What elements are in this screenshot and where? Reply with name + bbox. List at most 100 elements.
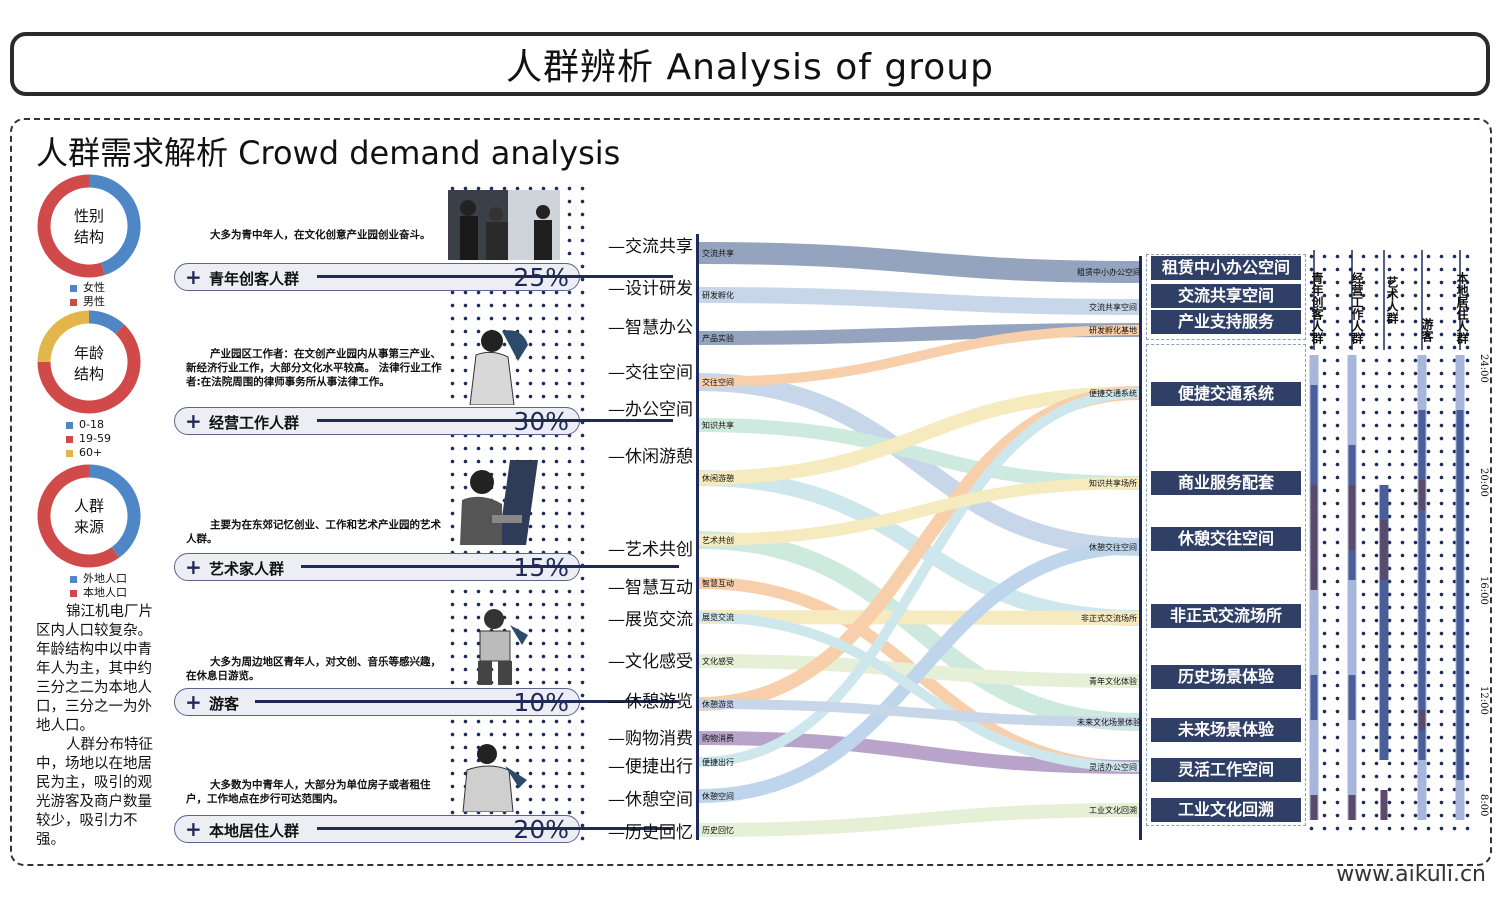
sankey-left-sublabel: 交流共享 [702,249,734,258]
donut-origin-label: 人群来源 [73,497,104,536]
page-title-box: 人群辨析 Analysis of group [10,32,1490,96]
section-title: 人群需求解析 Crowd demand analysis [36,134,621,172]
demand-label: 产业支持服务 [1151,310,1301,334]
sankey-left-category: —休憩游览 [608,692,693,712]
sankey-left-sublabel: 智慧互动 [702,579,734,588]
sankey-left-sublabel: 便捷出行 [702,758,734,767]
group-desc-tourist: 大多为周边地区青年人，对文创、音乐等感兴趣，在休息日游览。 [186,656,441,682]
sankey-left-sublabel: 购物消费 [702,734,734,743]
time-label: 16:00 [1478,576,1489,605]
sankey-flow [698,610,1140,625]
sankey-left-sublabel: 展览交流 [702,613,734,622]
group-bar-resident[interactable]: + 本地居住人群 20% [174,815,673,844]
plus-icon: + [185,690,202,714]
group-desc-resident: 大多数为中青年人，大部分为单位房子或者租住户，工作地点在步行可达范围内。 [186,779,431,805]
schedule-col-maker: 青年创客人群 [1310,272,1324,344]
schedule-bar [1348,795,1356,820]
sankey-right-sublabel: 非正式交流场所 [1081,614,1137,623]
donut-origin-legend: 外地人口 本地人口 [70,572,127,600]
schedule-bar [1310,795,1318,820]
sankey-flow [698,803,1140,837]
sankey-flow [698,388,1140,767]
donut-segment [88,174,141,275]
photo-tourist [478,609,528,685]
sankey-flow [698,287,1140,315]
sankey-left-category: —购物消费 [608,729,693,749]
schedule-col-worker: 经营工作人群 [1350,272,1364,344]
schedule-bar [1348,675,1356,720]
group-desc-worker: 产业园区工作者：在文创产业园内从事第三产业、新经济行业工作，大部分文化水平较高。… [186,348,442,388]
demand-label: 未来场景体验 [1151,718,1301,742]
demand-label: 商业服务配套 [1151,471,1301,495]
intro-text: 锦江机电厂片区内人口较复杂。年龄结构中以中青年人为主，其中约三分之二为本地人口，… [36,603,156,850]
photo-office-worker [469,330,528,405]
sankey-left-sublabel: 休憩空间 [702,792,734,801]
sankey-left-sublabel: 艺术共创 [702,536,734,545]
sankey-right-sublabel: 休憩交往空间 [1089,543,1137,552]
sankey-flow [698,531,1140,731]
sankey-left-sublabel: 历史回忆 [702,826,734,835]
sankey-left-category: —办公空间 [608,400,693,420]
sankey-flow [698,612,1140,772]
sankey-flow [698,699,1140,727]
photo-artist [460,460,538,545]
plus-icon: + [185,409,202,433]
sankey-left-sublabel: 知识共享 [702,421,734,430]
sankey-left-category: —智慧办公 [608,318,693,338]
group-bar-maker[interactable]: + 青年创客人群 25% [174,263,673,292]
schedule-bar [1456,410,1464,780]
schedule-bar [1380,790,1388,820]
sankey-left-sublabel: 研发孵化 [702,291,734,300]
demand-label: 非正式交流场所 [1151,604,1301,628]
demand-label: 休憩交往空间 [1151,527,1301,551]
sankey-right-sublabel: 租赁中小办公空间 [1077,268,1141,277]
time-label: 12:00 [1478,686,1489,715]
schedule-bar [1380,520,1388,580]
plus-icon: + [185,265,202,289]
sankey-left-category: —文化感受 [608,652,693,672]
watermark: www.aikuli.cn [1336,862,1486,887]
sankey-flow [698,477,1140,546]
donut-segment [37,324,141,414]
donut-gender-legend: 女性 男性 [70,281,105,309]
sankey-left-category: —历史回忆 [608,823,693,843]
donut-age-label: 年龄结构 [73,344,104,383]
sankey-left-sublabel: 文化感受 [702,657,734,666]
sankey-flow [698,386,1140,485]
group-bar-worker[interactable]: + 经营工作人群 30% [174,407,673,436]
sankey-left-category: —便捷出行 [608,757,693,777]
sankey-right-sublabel: 工业文化回溯 [1089,806,1137,815]
donut-segment [88,464,141,558]
donut-charts [37,174,141,568]
sankey-left-sublabel: 产品实验 [702,334,734,343]
group-bar-tourist[interactable]: + 游客 10% [174,688,679,717]
schedule-col-resident: 本地居住人群 [1455,272,1469,344]
time-label: 24:00 [1478,354,1489,383]
plus-icon: + [185,817,202,841]
demand-label: 灵活工作空间 [1151,758,1301,782]
sankey-right-sublabel: 知识共享场所 [1089,479,1137,488]
sankey-right-sublabel: 便捷交通系统 [1089,389,1137,398]
schedule-bar [1379,485,1389,760]
donut-segment [37,310,90,363]
schedule-bar [1310,485,1318,590]
schedule-bar [1418,410,1426,760]
sankey-right-sublabel: 灵活办公空间 [1089,763,1137,772]
photo-resident [462,744,527,812]
sankey-flow [698,325,1140,387]
sankey-left-sublabel: 交往空间 [702,378,734,387]
plus-icon: + [185,555,202,579]
schedule-bar [1310,675,1318,720]
donut-age-legend: 0-18 19-59 60+ [66,418,111,460]
demand-label: 工业文化回溯 [1151,798,1301,822]
sankey-left-category: —休闲游憩 [608,447,693,467]
donut-segment [37,464,120,568]
schedule-col-tourist: 游客 [1420,318,1434,342]
group-bar-artist[interactable]: + 艺术家人群 15% [174,553,679,582]
group-desc-maker: 大多为青中年人，在文化创意产业园创业奋斗。 [210,229,431,241]
sankey-left-category: —交流共享 [608,237,693,257]
page-title: 人群辨析 Analysis of group [506,47,994,88]
demand-label: 租赁中小办公空间 [1151,256,1301,280]
sankey-left-category: —设计研发 [608,279,693,299]
